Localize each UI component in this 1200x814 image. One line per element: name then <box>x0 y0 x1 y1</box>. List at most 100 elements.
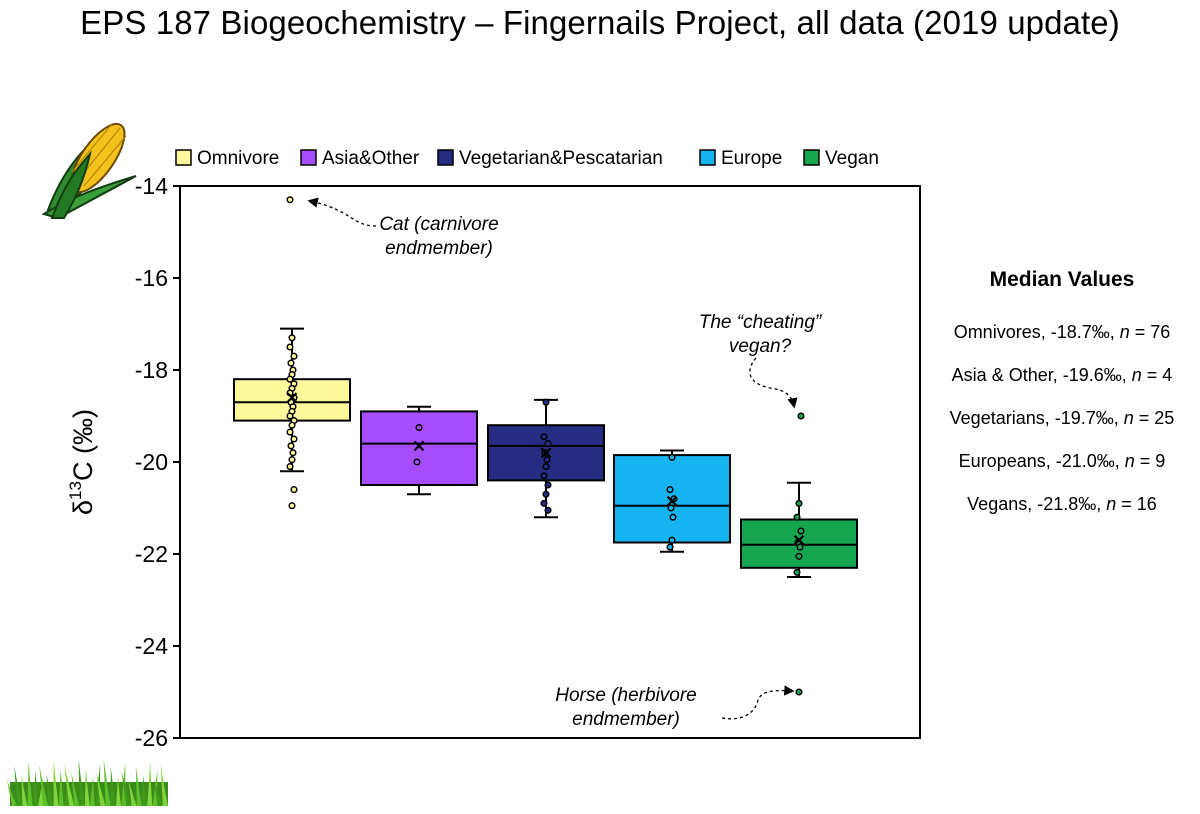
median-row: Asia & Other, -19.6‰, n = 4 <box>924 365 1200 408</box>
data-point <box>286 412 294 420</box>
grass-blade <box>64 764 75 806</box>
grass-blade <box>110 767 116 806</box>
data-point <box>544 481 552 489</box>
annotation-horse-line2: endmember) <box>572 709 680 730</box>
grass-blade <box>21 775 28 806</box>
page-title: EPS 187 Biogeochemistry – Fingernails Pr… <box>80 4 1120 41</box>
data-point <box>287 359 295 367</box>
chart-legend: Omnivore Asia&Other Vegetarian&Pescatarian… <box>175 148 879 169</box>
grass-blade <box>7 780 17 806</box>
median-row: Europeans, -21.0‰, n = 9 <box>924 451 1200 494</box>
data-point <box>795 688 803 696</box>
y-tick-label: -20 <box>135 449 168 475</box>
grass-icon <box>7 758 168 806</box>
mean-marker <box>286 392 298 403</box>
box-iqr <box>360 410 478 486</box>
data-point <box>666 486 674 494</box>
data-point <box>286 343 294 351</box>
grass-blade <box>14 766 23 806</box>
legend-label: Asia&Other <box>322 148 420 169</box>
grass-blade <box>147 761 153 806</box>
data-point <box>793 568 801 576</box>
data-point <box>796 543 804 551</box>
data-point <box>795 552 803 560</box>
grass-blade <box>121 771 132 806</box>
data-point <box>290 435 298 443</box>
data-point <box>415 423 423 432</box>
median-row-n: n <box>1131 365 1142 385</box>
box-vegetarian-pescatarian <box>487 398 605 519</box>
grass-blade <box>152 770 158 806</box>
data-point <box>413 458 421 466</box>
median-row-n: n <box>1123 408 1134 428</box>
y-tick-label: -22 <box>135 541 168 567</box>
median-row-n: n <box>1106 494 1117 514</box>
grass-blade <box>160 765 168 806</box>
data-point <box>286 375 294 383</box>
annotation-cat-line1: Cat (carnivore <box>379 214 498 235</box>
data-point <box>668 453 676 461</box>
data-point <box>290 486 298 494</box>
median-row-count: = 76 <box>1129 322 1171 342</box>
mean-marker <box>793 534 805 546</box>
grass-blade <box>90 777 95 806</box>
data-point <box>288 334 296 342</box>
annotation-cheating-line2: vegan? <box>729 336 792 357</box>
data-point <box>793 513 801 521</box>
data-point <box>288 456 296 464</box>
median-row-label: Vegetarians, -19.7‰, <box>949 408 1124 428</box>
median-row-count: = 9 <box>1134 451 1166 471</box>
box-vegan <box>740 412 858 696</box>
data-point <box>286 463 294 471</box>
data-point <box>544 506 552 514</box>
data-point <box>795 499 803 507</box>
data-point <box>797 412 805 420</box>
data-point <box>542 463 550 471</box>
legend-swatch <box>300 149 317 166</box>
data-point <box>544 440 552 448</box>
legend-item: Asia&Other <box>300 148 420 169</box>
median-row-count: = 25 <box>1133 408 1175 428</box>
grass-blade <box>153 779 163 806</box>
box-asia-other <box>360 405 478 496</box>
data-point <box>666 543 674 551</box>
annotation-horse: Horse (herbivore endmember) <box>555 685 795 730</box>
data-point <box>540 499 548 507</box>
y-tick-label: -16 <box>135 265 168 291</box>
data-point <box>542 398 550 406</box>
mean-marker <box>540 447 552 459</box>
y-tick-label: -24 <box>135 633 168 659</box>
box-omnivore <box>233 196 351 510</box>
mean-marker <box>413 440 425 452</box>
grass-blade <box>135 766 142 806</box>
data-point <box>543 456 551 464</box>
y-tick-label: -26 <box>135 725 168 751</box>
data-point <box>289 449 297 457</box>
mean-marker <box>666 495 678 507</box>
grass-blade <box>142 775 147 806</box>
legend-swatch <box>437 149 454 166</box>
median-row-label: Vegans, -21.8‰, <box>967 494 1107 514</box>
data-point <box>797 527 805 535</box>
annotation-cheating-line1: The “cheating” <box>699 312 823 333</box>
legend-swatch <box>175 149 192 166</box>
grass-blade <box>39 765 49 806</box>
data-point <box>288 502 296 510</box>
data-point <box>669 513 677 521</box>
grass-blade <box>78 759 85 806</box>
legend-label: Omnivore <box>197 148 279 169</box>
median-row: Vegans, -21.8‰, n = 16 <box>924 494 1200 537</box>
grass-blade <box>84 768 90 806</box>
annotation-horse-line1: Horse (herbivore <box>555 685 697 706</box>
grass-blade <box>46 774 54 806</box>
y-axis: -14-16-18-20-22-24-26 <box>135 173 180 751</box>
data-point <box>286 428 294 436</box>
grass-blade <box>27 761 33 806</box>
data-point <box>288 421 296 429</box>
grass-blade <box>96 772 106 806</box>
legend-item: Vegetarian&Pescatarian <box>437 148 663 169</box>
legend-item: Omnivore <box>175 148 279 169</box>
grass-blade <box>32 770 38 806</box>
